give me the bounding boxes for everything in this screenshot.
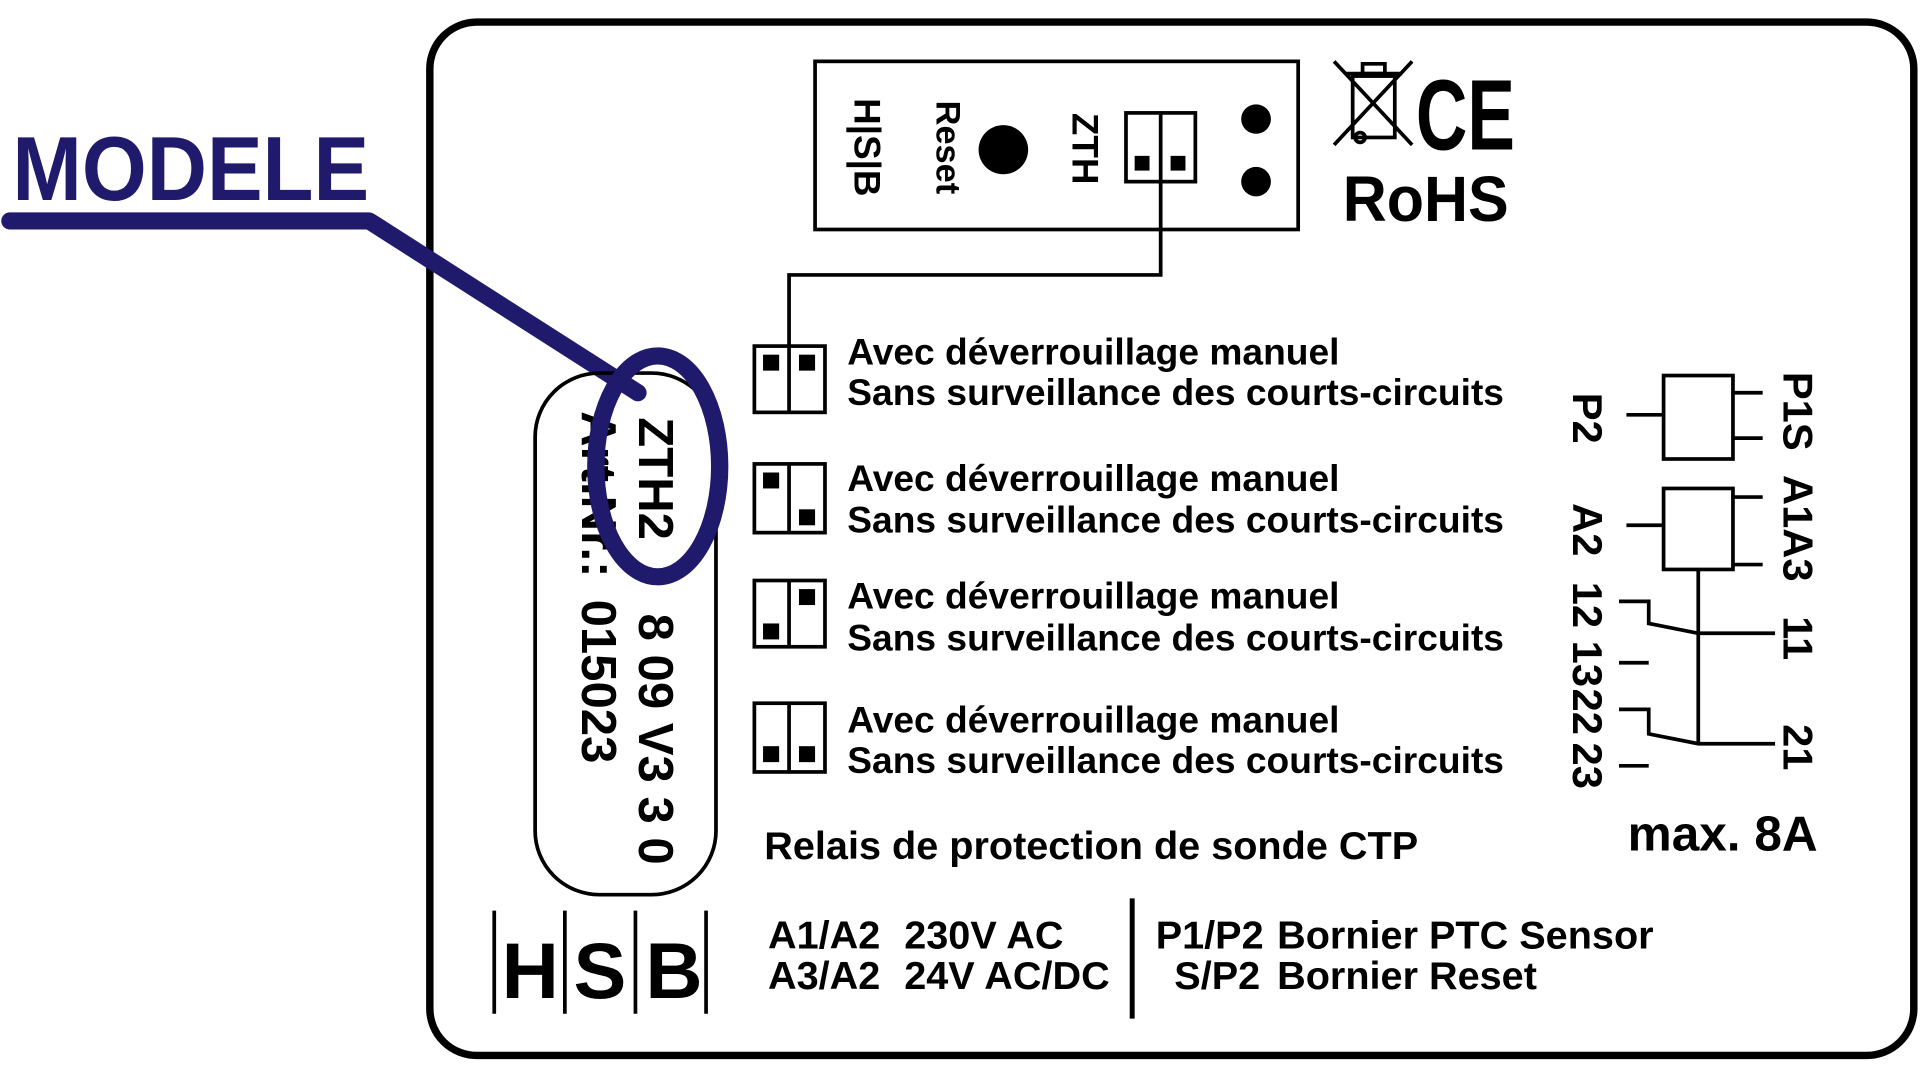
terminal-dot-bottom: [1241, 166, 1271, 197]
terminal-dot-top: [1241, 104, 1271, 134]
svg-text:Sans surveillance des courts-c: Sans surveillance des courts-circuits: [847, 618, 1504, 659]
bornier-terminal-2: S/P2: [1174, 954, 1260, 998]
terminal-p2: P2: [1564, 393, 1611, 444]
device-model-code: ZTH: [1065, 113, 1106, 185]
ce-mark: CE: [1416, 59, 1515, 171]
device-jumper: [1124, 111, 1198, 184]
terminal-p1s: P1S: [1775, 372, 1822, 451]
svg-text:Avec déverrouillage manuel: Avec déverrouillage manuel: [847, 332, 1339, 373]
crossed-out-wheeled-bin-icon: [1332, 60, 1414, 147]
terminal-22: 22: [1564, 689, 1611, 735]
terminal-a2: A2: [1564, 503, 1611, 556]
jumper-connector-line: [787, 181, 1163, 347]
relay-title: Relais de protection de sonde CTP: [764, 824, 1418, 868]
callout-pointer: [1, 212, 647, 402]
jumper-row-1: Avec déverrouillage manuel Sans surveill…: [752, 332, 1504, 415]
svg-text:Avec déverrouillage manuel: Avec déverrouillage manuel: [847, 576, 1339, 617]
terminal-11: 11: [1775, 616, 1822, 660]
spec-terminal-1: A1/A2: [768, 914, 880, 958]
terminal-13: 13: [1564, 641, 1611, 687]
brand-letter-h: H: [502, 927, 559, 1015]
svg-text:Sans surveillance des courts-c: Sans surveillance des courts-circuits: [847, 740, 1504, 781]
device-box: [813, 59, 1301, 232]
terminal-21: 21: [1775, 724, 1822, 770]
spec-value-2: 24V AC/DC: [904, 954, 1109, 998]
footer-specs: A1/A2 230V AC A3/A2 24V AC/DC: [768, 914, 1110, 998]
bornier-value-2: Bornier Reset: [1277, 954, 1537, 998]
footer-brand: H S B: [492, 910, 708, 1015]
wiring-schematic: [1618, 373, 1776, 768]
terminal-23: 23: [1564, 743, 1611, 789]
model-highlight-ellipse: [587, 347, 729, 586]
svg-text:Avec déverrouillage manuel: Avec déverrouillage manuel: [847, 458, 1339, 499]
terminal-a1a3: A1A3: [1775, 475, 1822, 582]
device-reset-label: Reset: [928, 101, 966, 195]
footer-bornier: P1/P2 Bornier PTC Sensor S/P2 Bornier Re…: [1156, 914, 1654, 998]
jumper-row-3: Avec déverrouillage manuel Sans surveill…: [752, 576, 1504, 659]
label-frame: [426, 18, 1918, 1060]
svg-text:Avec déverrouillage manuel: Avec déverrouillage manuel: [847, 700, 1339, 741]
jumper-row-4: Avec déverrouillage manuel Sans surveill…: [752, 700, 1504, 781]
brand-letter-b: B: [645, 927, 702, 1015]
max-current: max. 8A: [1628, 807, 1818, 862]
spec-value-1: 230V AC: [904, 914, 1063, 958]
callout-label: MODELE: [12, 118, 369, 220]
brand-letter-s: S: [574, 927, 627, 1015]
spec-terminal-2: A3/A2: [768, 954, 880, 998]
svg-text:Sans surveillance des courts-c: Sans surveillance des courts-circuits: [847, 500, 1504, 541]
bornier-value-1: Bornier PTC Sensor: [1277, 914, 1653, 958]
svg-text:Sans surveillance des courts-c: Sans surveillance des courts-circuits: [847, 372, 1504, 413]
plate-line-1: ZTH28 09 V3 3 0: [628, 417, 683, 864]
jumper-row-2: Avec déverrouillage manuel Sans surveill…: [752, 458, 1504, 541]
terminal-12: 12: [1564, 582, 1611, 628]
reset-button-dot: [978, 125, 1029, 175]
rohs-mark: RoHS: [1343, 163, 1509, 235]
device-brand-vertical: H|S|B: [846, 98, 888, 196]
bornier-terminal-1: P1/P2: [1156, 914, 1264, 958]
